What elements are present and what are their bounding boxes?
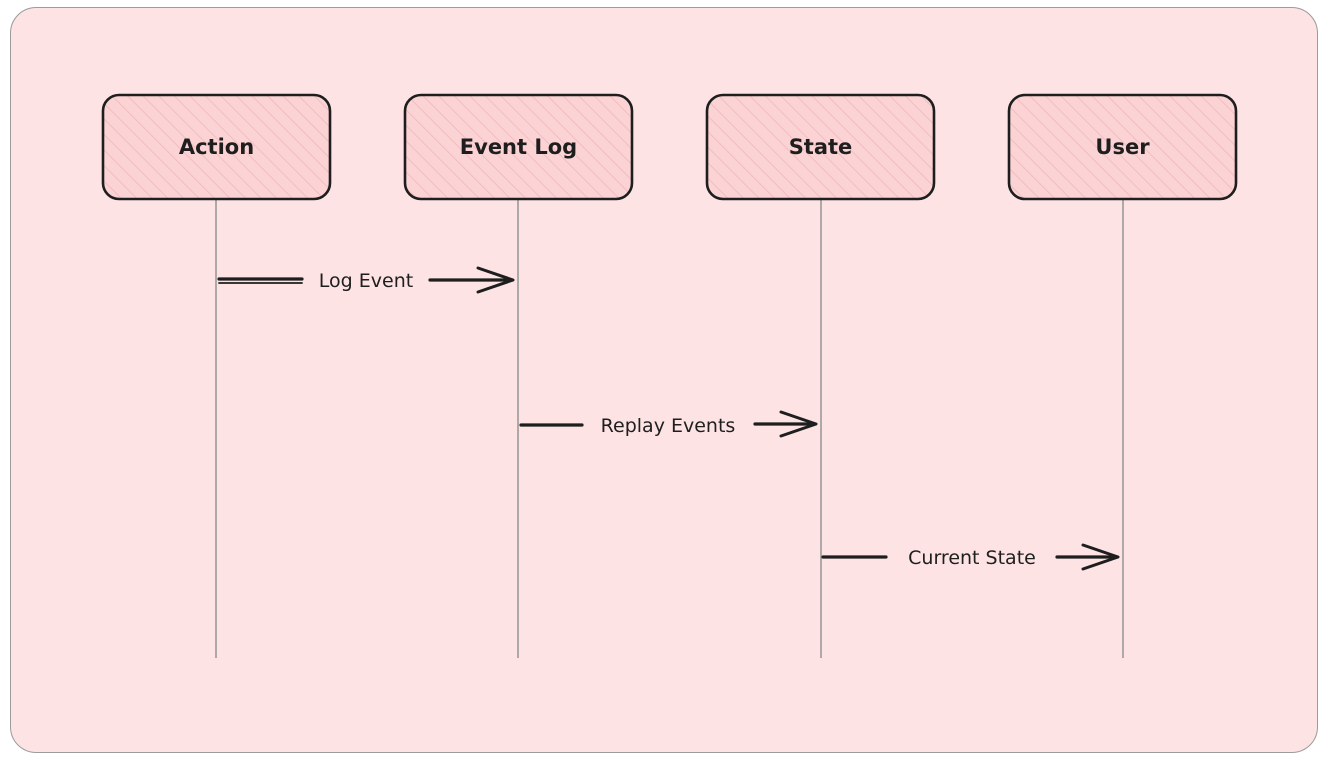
message-label-log-event: Log Event	[319, 270, 413, 292]
participant-action: Action	[101, 93, 332, 201]
participant-user: User	[1007, 93, 1238, 201]
message-replay-events: Replay Events	[519, 410, 818, 438]
lifelines	[215, 199, 1124, 658]
message-label-current-state: Current State	[908, 547, 1036, 569]
diagram-background	[11, 8, 1317, 752]
participant-label-event-log: Event Log	[460, 135, 577, 159]
participant-event-log: Event Log	[403, 93, 634, 201]
message-current-state: Current State	[821, 543, 1120, 571]
participant-label-user: User	[1095, 135, 1150, 159]
message-log-event: Log Event	[217, 266, 515, 294]
arrow-head-log-event	[476, 266, 515, 294]
participant-label-action: Action	[179, 135, 254, 159]
arrow-head-current-state	[1081, 543, 1120, 571]
participant-label-state: State	[789, 135, 853, 159]
message-label-replay-events: Replay Events	[601, 415, 736, 437]
arrow-head-replay-events	[779, 410, 818, 438]
participant-state: State	[705, 93, 936, 201]
